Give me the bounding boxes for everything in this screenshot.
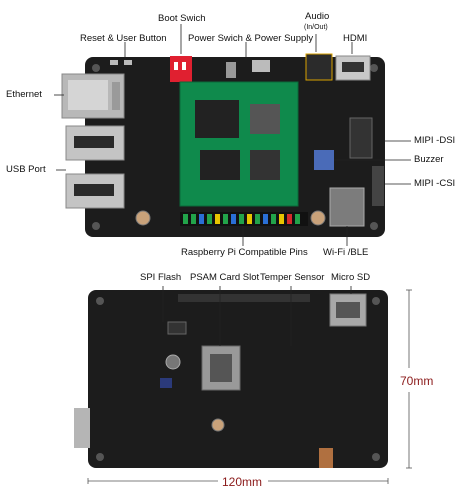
label-mipi-dsi: MIPI -DSI bbox=[414, 135, 456, 146]
bottom-board bbox=[74, 290, 388, 468]
label-wifi: Wi-Fi /BLE bbox=[323, 247, 369, 258]
buzzer bbox=[314, 150, 334, 170]
label-micro-sd: Micro SD bbox=[331, 272, 371, 283]
dimension-width: 120mm bbox=[222, 475, 263, 489]
label-hdmi: HDMI bbox=[343, 33, 368, 44]
label-mipi-csi: MIPI -CSI bbox=[414, 178, 456, 189]
label-psam: PSAM Card Slot bbox=[190, 272, 260, 283]
rpi-header bbox=[180, 212, 308, 226]
label-reset-user: Reset & User Button bbox=[80, 33, 167, 44]
label-power: Power Swich & Power Supply bbox=[188, 33, 314, 44]
temper-sensor bbox=[165, 354, 181, 370]
label-ethernet: Ethernet bbox=[6, 89, 42, 100]
bottom-leader-lines bbox=[162, 286, 352, 346]
boot-switch bbox=[170, 56, 192, 82]
wifi-module bbox=[329, 187, 365, 227]
label-audio-sub: (In/Out) bbox=[304, 24, 328, 31]
label-usb-port: USB Port bbox=[6, 164, 46, 175]
dimension-lines bbox=[87, 289, 412, 484]
spi-flash-chip bbox=[167, 321, 187, 335]
label-temper: Temper Sensor bbox=[260, 272, 325, 283]
label-rpi-pins: Raspberry Pi Compatible Pins bbox=[181, 247, 308, 258]
label-buzzer: Buzzer bbox=[414, 154, 444, 165]
dimension-height: 70mm bbox=[400, 374, 434, 388]
label-spi-flash: SPI Flash bbox=[140, 272, 182, 283]
audio-jack bbox=[305, 53, 333, 81]
label-boot-switch: Boot Swich bbox=[158, 13, 206, 24]
label-audio: Audio bbox=[305, 11, 330, 22]
top-leader-lines bbox=[54, 24, 411, 246]
top-board bbox=[61, 53, 385, 237]
